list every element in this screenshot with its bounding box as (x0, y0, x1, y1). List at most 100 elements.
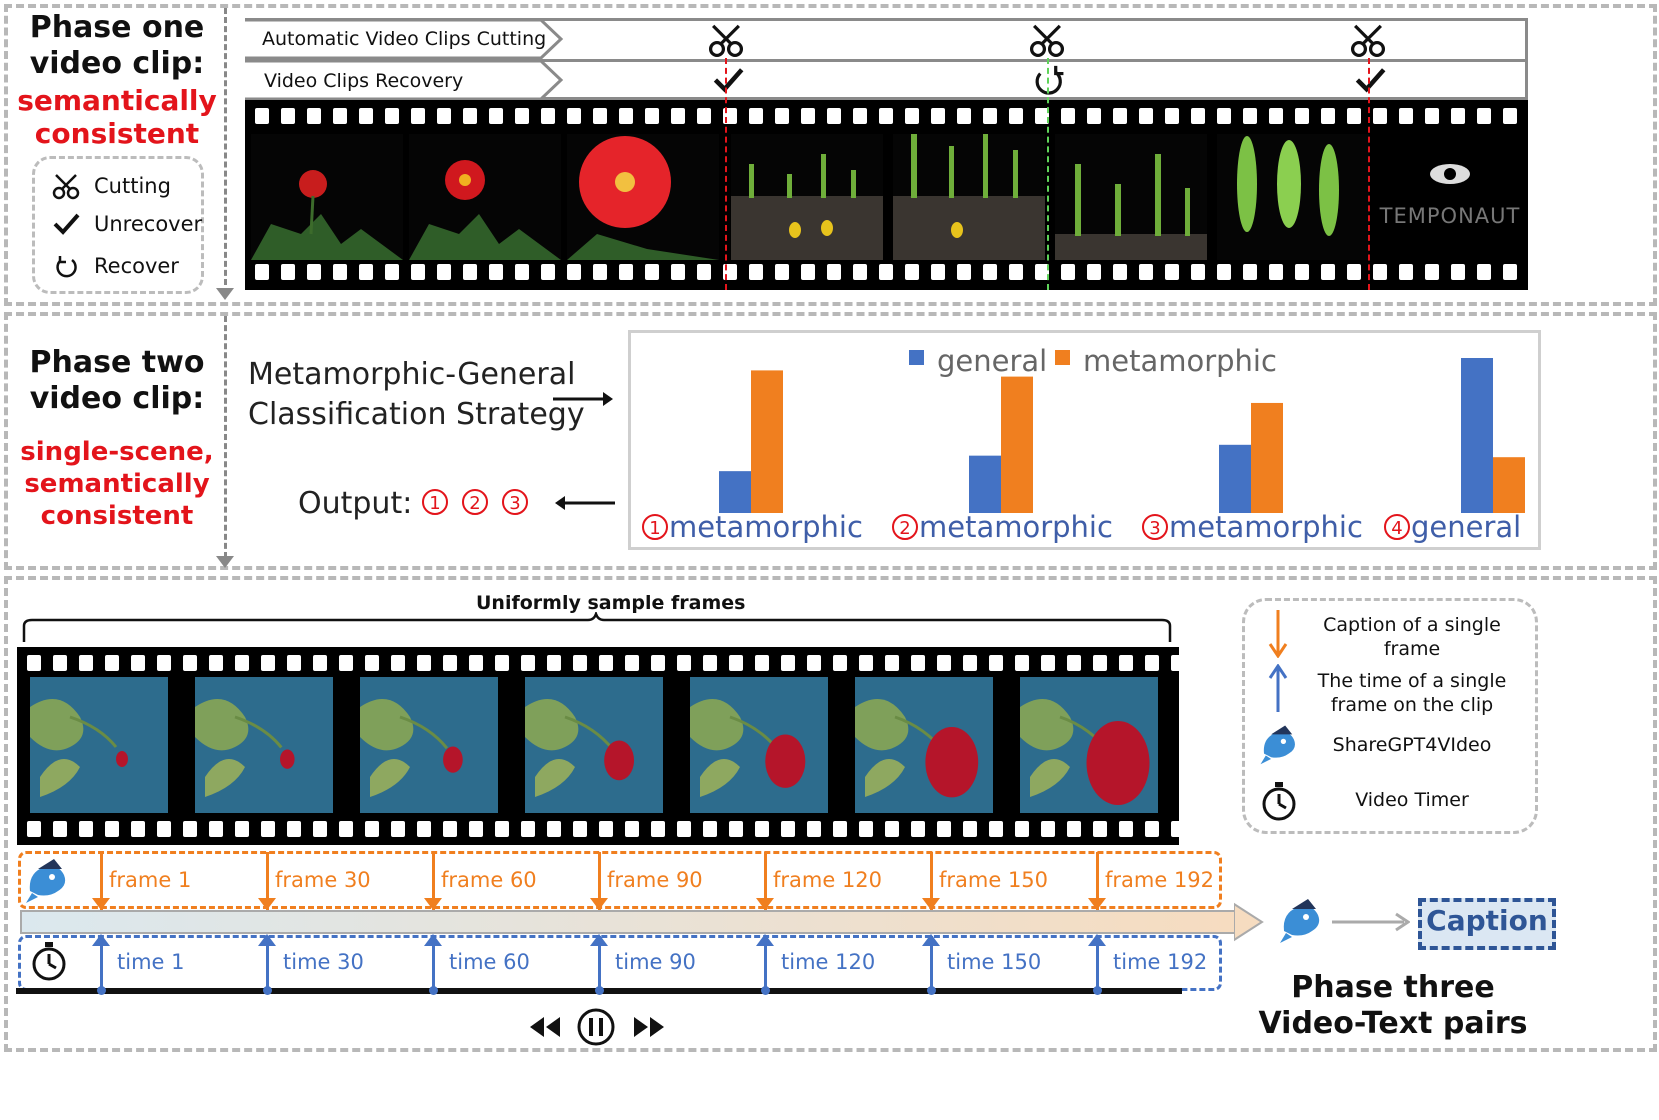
category-mark: 3 (1149, 518, 1160, 539)
sprout-frame-image (1217, 134, 1369, 260)
caption-arrowhead (92, 898, 110, 910)
legend-label: metamorphic (1083, 344, 1277, 378)
output-label: Output: (298, 486, 413, 521)
output-mark: 3 (502, 489, 528, 515)
rewind-button[interactable] (528, 1015, 562, 1039)
timeline-arrowhead (1234, 902, 1264, 942)
time-dot (761, 986, 770, 995)
sprout-frame-image (731, 134, 883, 260)
caption-arrow (1096, 852, 1099, 910)
time-arrow (930, 936, 933, 992)
flower-frame-image (855, 677, 993, 813)
phase-divider-line (224, 316, 227, 558)
check-icon (713, 68, 744, 93)
flower-frame-image (30, 677, 168, 813)
scissors-icon (1350, 24, 1386, 58)
classification-chart: general metamorphic 1 metamorphic 2 metamorph… (628, 330, 1541, 550)
frame-label: frame 30 (275, 868, 371, 892)
category-label: metamorphic (919, 510, 1113, 544)
time-arrowhead (92, 934, 110, 946)
category-label: metamorphic (1169, 510, 1363, 544)
legend-caption-label: Caption of a single frame (1323, 614, 1501, 660)
legend-swatch (1055, 350, 1070, 365)
time-arrow (432, 936, 435, 992)
flower-frame-image (1020, 677, 1158, 813)
bar-metamorphic (1493, 457, 1525, 513)
phase-three-legend (1242, 598, 1538, 834)
time-label: time 120 (781, 950, 876, 974)
flower-frame-image (195, 677, 333, 813)
frame-label: frame 192 (1105, 868, 1215, 892)
category-mark: 2 (899, 518, 910, 539)
caption-band (18, 851, 1222, 909)
recovery-bar-label: Video Clips Recovery (264, 70, 464, 92)
caption-arrowhead (424, 898, 442, 910)
category-mark-circle (642, 514, 668, 540)
time-arrowhead (1088, 934, 1106, 946)
pause-button[interactable] (576, 1007, 616, 1047)
caption-arrow (100, 852, 103, 910)
time-label: time 1 (117, 950, 185, 974)
scissors-icon (708, 24, 744, 58)
phase-two-panel (4, 312, 1657, 570)
output-mark: 1 (422, 489, 448, 515)
time-arrow (266, 936, 269, 992)
film-strip-phase-one: TEMPONAUT (245, 100, 1528, 290)
bar-divider (245, 59, 1528, 62)
dolphin-icon (1280, 899, 1320, 943)
time-label: time 150 (947, 950, 1042, 974)
bar-general (1219, 444, 1251, 513)
legend-timer-label: Video Timer (1355, 789, 1469, 811)
bar-general (719, 471, 751, 513)
time-label: time 60 (449, 950, 530, 974)
caption-arrowhead (756, 898, 774, 910)
flower-frame-image (525, 677, 663, 813)
cut-line (725, 58, 727, 290)
frame-label: frame 120 (773, 868, 883, 892)
category-mark-circle (1142, 514, 1168, 540)
flower-frame-image (690, 677, 828, 813)
flower-frame-image (360, 677, 498, 813)
category-mark: 1 (649, 518, 660, 539)
cutting-bar-label: Automatic Video Clips Cutting (262, 28, 547, 50)
legend-label: general (937, 344, 1047, 378)
temponaut-logo-text: TEMPONAUT (1379, 204, 1521, 228)
legend-unrecover: Unrecover (52, 210, 202, 238)
caption-arrowhead (922, 898, 940, 910)
legend-label: Recover (94, 254, 179, 278)
category-mark-circle (892, 514, 918, 540)
flower-frame-image (251, 134, 403, 260)
legend-time-label: The time of a single frame on the clip (1317, 670, 1507, 716)
time-dot (1093, 986, 1102, 995)
fast-forward-button[interactable] (632, 1015, 666, 1039)
phase-three-panel (4, 576, 1657, 1052)
bar-metamorphic (751, 370, 783, 513)
recover-icon (1035, 65, 1064, 95)
output-mark: 2 (462, 489, 488, 515)
caption-arrowhead (1088, 898, 1106, 910)
category-mark-circle (1384, 514, 1410, 540)
check-icon (53, 213, 80, 235)
caption-label: Caption (1426, 904, 1548, 937)
flower-frame-image (567, 134, 719, 260)
category-label: general (1411, 510, 1521, 544)
time-arrow (1096, 936, 1099, 992)
dolphin-icon (1260, 725, 1295, 765)
eye-logo-icon (1430, 164, 1470, 184)
time-arrow (598, 936, 601, 992)
scissors-icon (52, 174, 80, 200)
sample-brace (22, 612, 1172, 642)
bar-metamorphic (1001, 376, 1033, 513)
frame-label: frame 60 (441, 868, 537, 892)
legend-label: Unrecover (94, 212, 203, 236)
arrow-left-icon (555, 496, 615, 510)
timeline-bar (20, 910, 1238, 934)
time-dot (263, 986, 272, 995)
phase-divider-line (224, 8, 227, 294)
